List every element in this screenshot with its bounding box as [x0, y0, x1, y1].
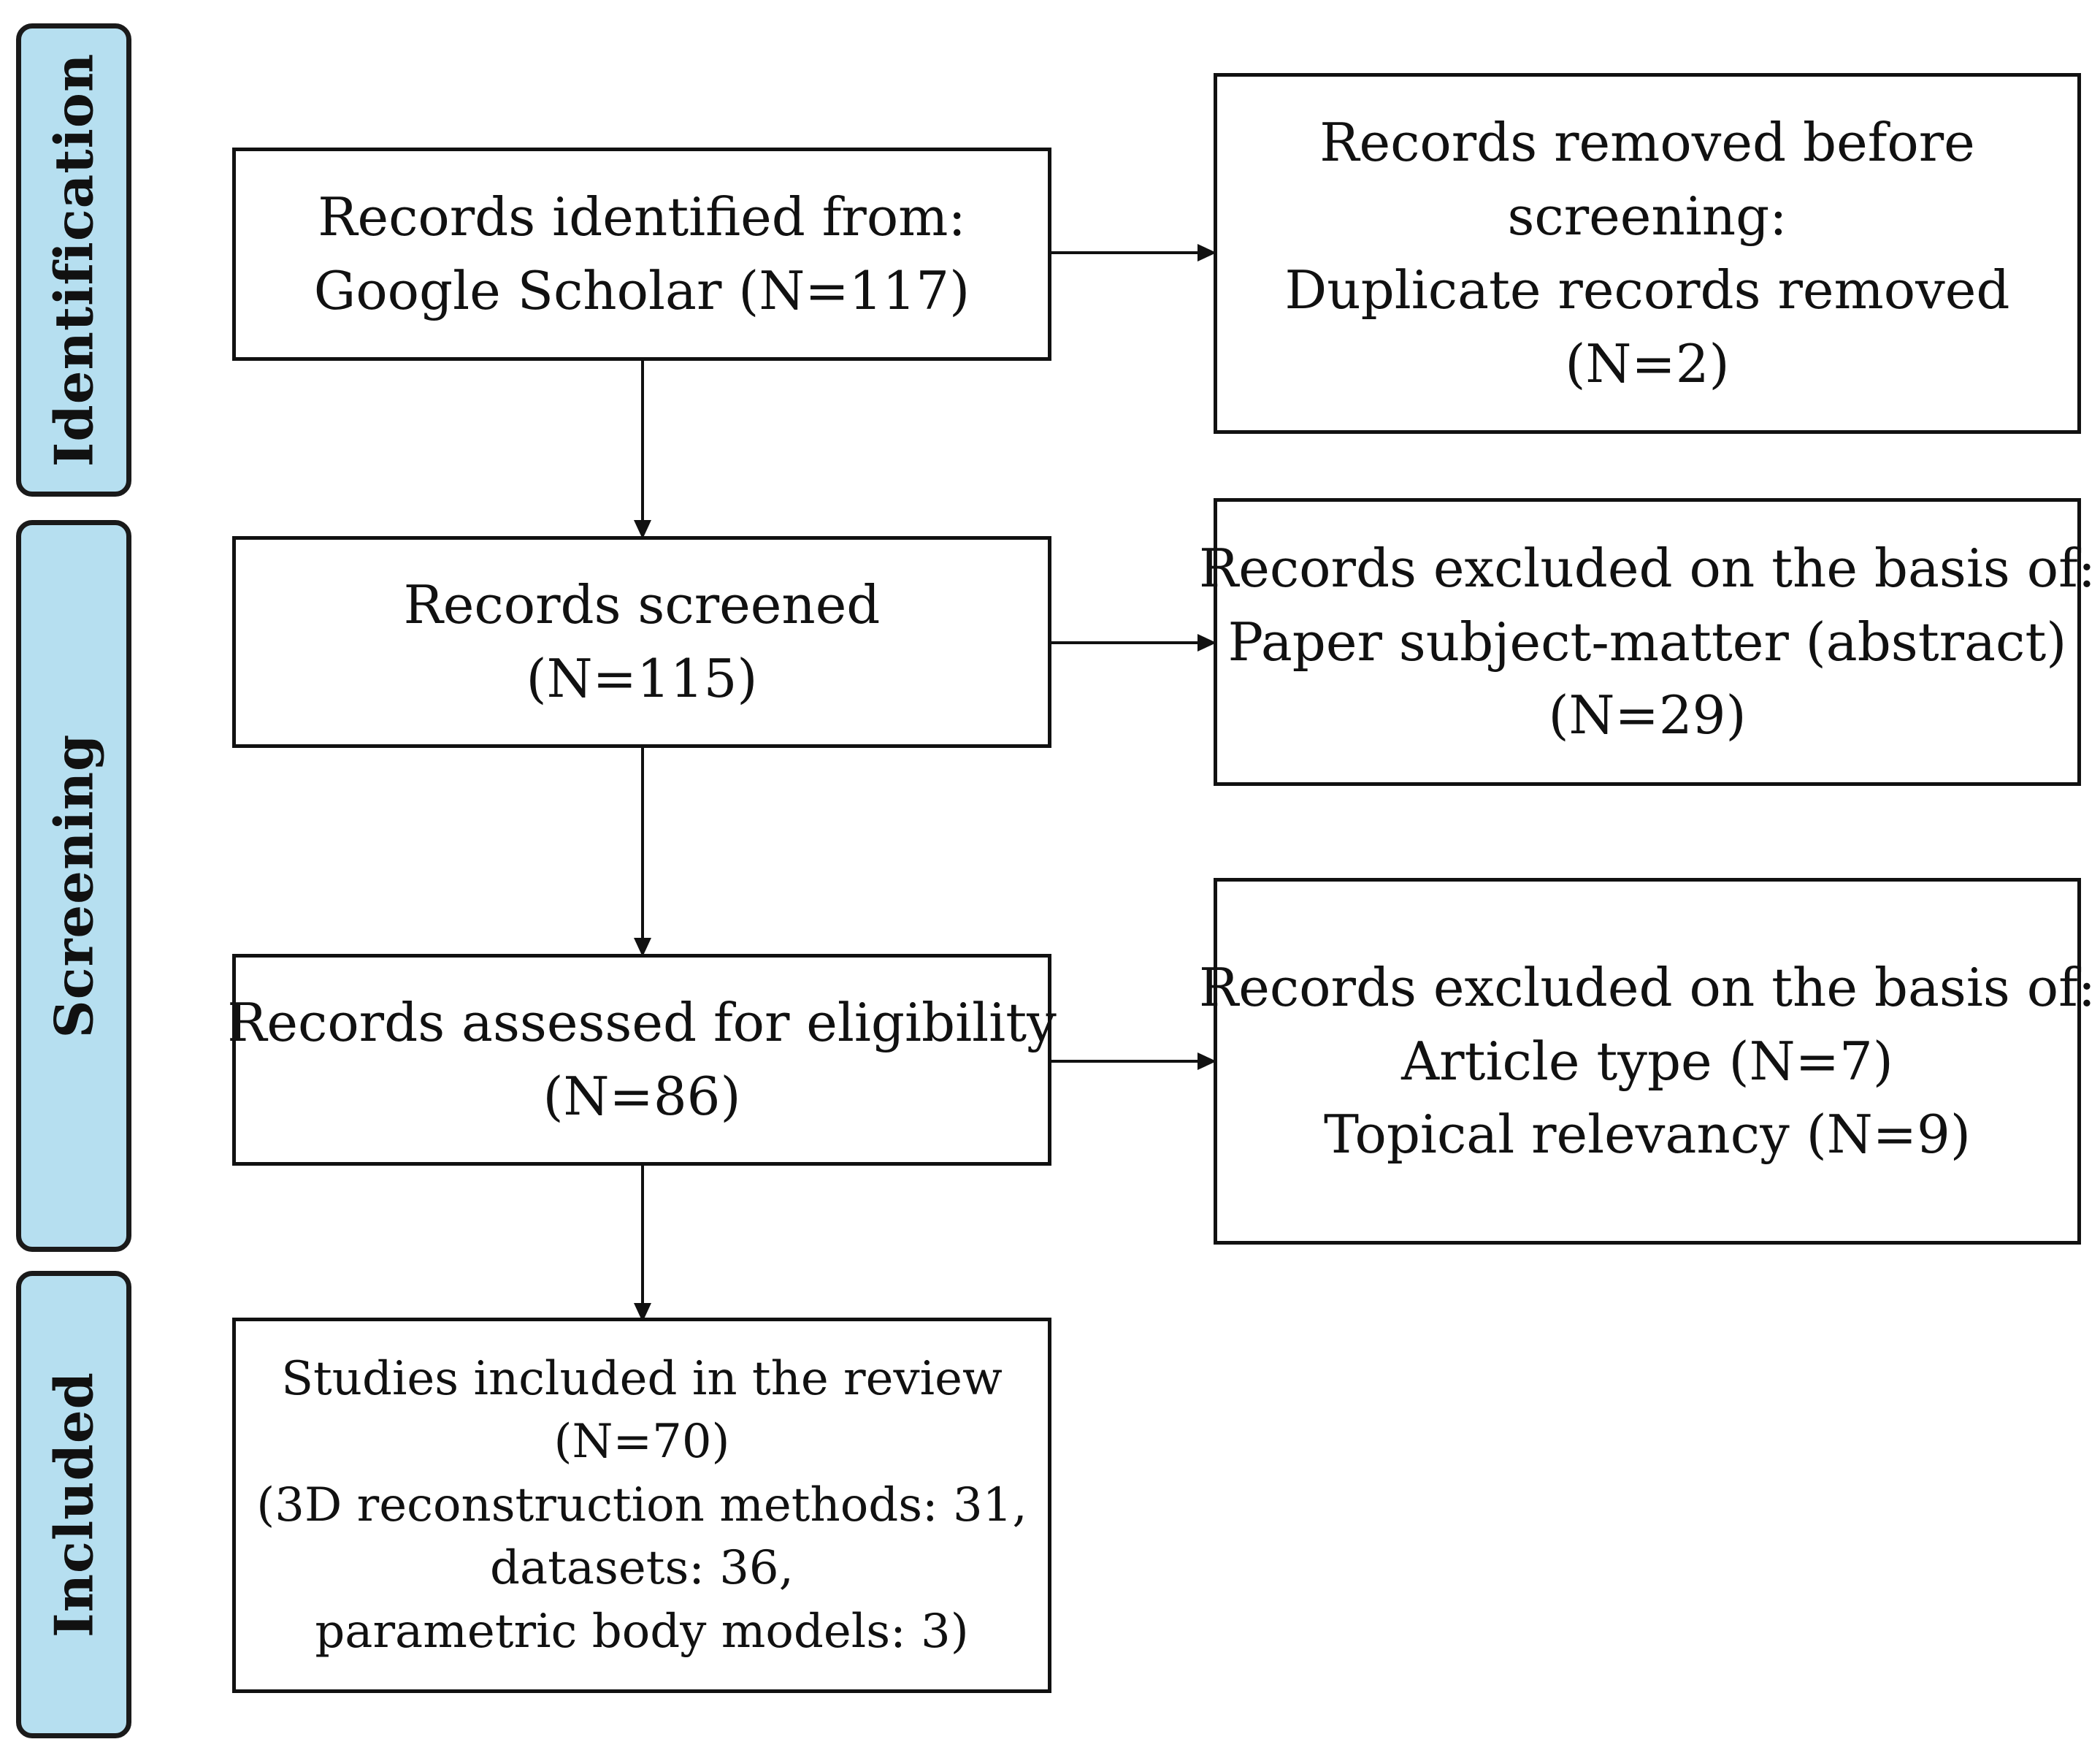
- box-studies-included: Studies included in the review (N=70) (3…: [232, 1318, 1051, 1693]
- records-screened-line-1: Records screened: [403, 574, 881, 636]
- box-records-identified: Records identified from: Google Scholar …: [232, 148, 1051, 361]
- arrowhead-down-3: [634, 1303, 651, 1322]
- excluded-type-line-3: Topical relevancy (N=9): [1324, 1104, 1971, 1166]
- excluded-abstract-line-1: Records excluded on the basis of:: [1199, 537, 2096, 599]
- studies-included-line-3: (3D reconstruction methods: 31,: [256, 1478, 1027, 1532]
- records-eligibility-line-2: (N=86): [543, 1066, 741, 1127]
- excluded-abstract-line-2: Paper subject-matter (abstract): [1227, 611, 2067, 673]
- records-identified-line-2: Google Scholar (N=117): [313, 260, 970, 321]
- arrowhead-right-1: [1197, 244, 1216, 261]
- box-records-excluded-abstract: Records excluded on the basis of: Paper …: [1199, 498, 2096, 786]
- arrowhead-right-2: [1197, 634, 1216, 652]
- box-records-excluded-type: Records excluded on the basis of: Articl…: [1199, 878, 2096, 1245]
- box-records-screened: Records screened (N=115): [232, 536, 1051, 748]
- studies-included-line-1: Studies included in the review: [281, 1352, 1003, 1407]
- records-screened-line-2: (N=115): [526, 648, 758, 709]
- studies-included-line-4: datasets: 36,: [490, 1541, 794, 1596]
- excluded-type-line-1: Records excluded on the basis of:: [1199, 956, 2096, 1018]
- records-removed-line-4: (N=2): [1565, 332, 1730, 394]
- box-records-removed: Records removed before screening: Duplic…: [1214, 73, 2081, 434]
- excluded-type-line-2: Article type (N=7): [1401, 1030, 1893, 1092]
- box-records-eligibility: Records assessed for eligibility (N=86): [227, 954, 1057, 1166]
- records-removed-line-1: Records removed before: [1319, 112, 1975, 174]
- arrowhead-right-3: [1197, 1052, 1216, 1070]
- arrowhead-down-1: [634, 520, 651, 539]
- records-eligibility-line-1: Records assessed for eligibility: [227, 992, 1057, 1054]
- arrowhead-down-2: [634, 938, 651, 957]
- phase-identification: Identification: [16, 23, 131, 497]
- records-identified-line-1: Records identified from:: [318, 186, 966, 248]
- records-removed-line-3: Duplicate records removed: [1284, 259, 2010, 321]
- phase-screening: Screening: [16, 520, 131, 1252]
- phase-included: Included: [16, 1271, 131, 1738]
- studies-included-line-2: (N=70): [553, 1415, 730, 1470]
- studies-included-line-5: parametric body models: 3): [315, 1604, 969, 1659]
- excluded-abstract-line-3: (N=29): [1548, 684, 1747, 746]
- records-removed-line-2: screening:: [1507, 186, 1787, 248]
